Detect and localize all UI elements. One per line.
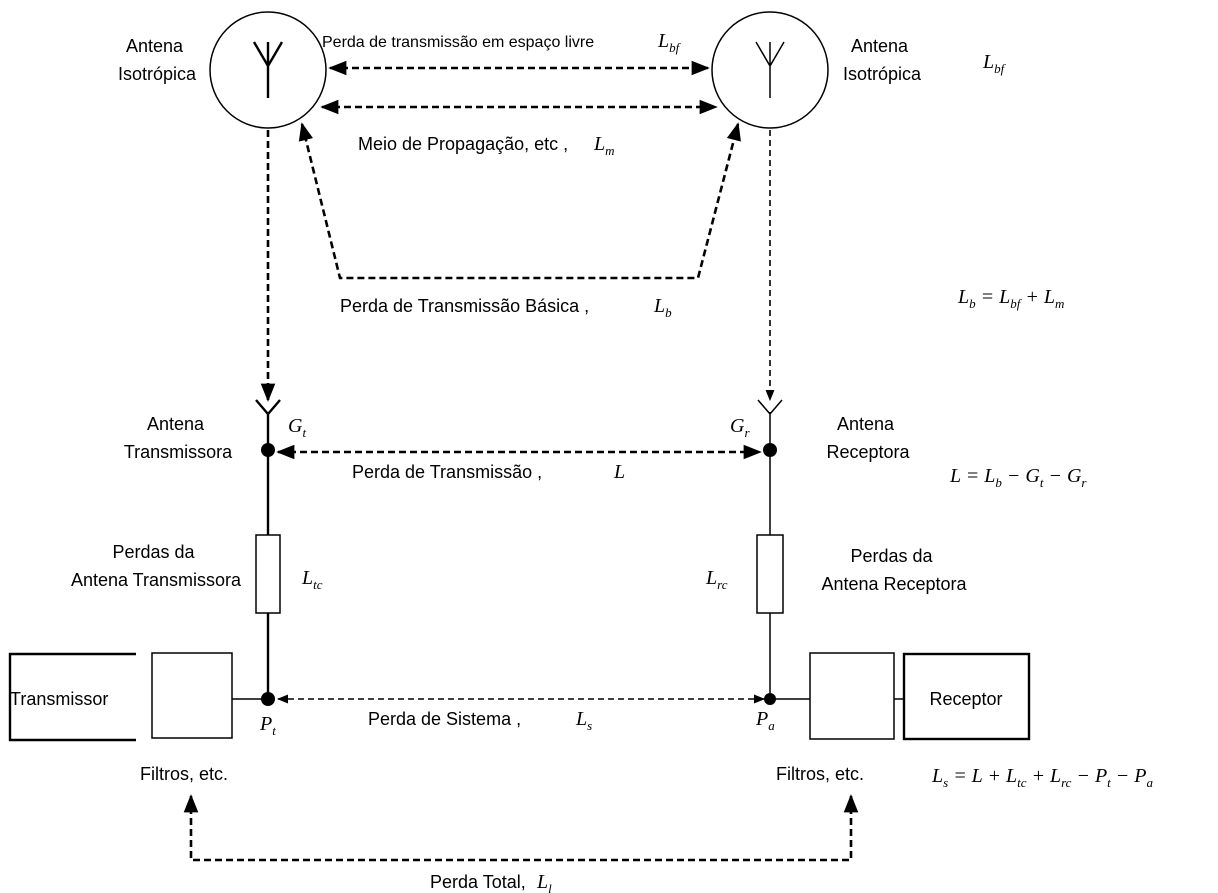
transmission-loss-label: Perda de Transmissão , xyxy=(352,462,542,482)
sym-L: L xyxy=(613,461,625,483)
isotropic-antenna-tx xyxy=(209,11,327,129)
basic-loss-path xyxy=(298,122,741,280)
sym-L-rc: Lrc xyxy=(705,567,728,592)
iso-tx-label: Antena Isotrópica xyxy=(118,36,197,84)
sym-G-t: Gt xyxy=(288,415,306,440)
rx-feed-node xyxy=(764,693,776,705)
system-loss-label: Perda de Sistema , xyxy=(368,709,521,729)
antenna-icon xyxy=(755,41,785,98)
sym-L-bf-right: Lbf xyxy=(982,51,1007,76)
equation-Lb: Lb = Lbf + Lm xyxy=(957,286,1064,311)
transmitter-box xyxy=(8,652,136,742)
filters-tx-label: Filtros, etc. xyxy=(140,764,228,784)
rx-filter-box xyxy=(809,652,895,740)
sym-L-bf: Lbf xyxy=(657,30,682,55)
equation-Ls: Ls = L + Ltc + Lrc − Pt − Pa xyxy=(931,765,1154,790)
sym-P-t: Pt xyxy=(259,713,276,738)
equation-L: L = Lb − Gt − Gr xyxy=(949,465,1087,490)
iso-rx-label: Antena Isotrópica xyxy=(843,36,922,84)
sym-P-a: Pa xyxy=(755,708,775,733)
receiver-box xyxy=(902,652,1031,741)
antenna-icon xyxy=(252,41,284,98)
sym-L-m: Lm xyxy=(593,133,615,158)
rx-antenna-label: Antena Receptora xyxy=(826,414,910,462)
tx-node xyxy=(261,443,275,457)
tx-antenna-icon xyxy=(255,399,281,430)
medium-label: Meio de Propagação, etc , xyxy=(358,134,568,154)
tx-feed-node xyxy=(261,692,275,706)
free-space-label: Perda de transmissão em espaço livre xyxy=(322,34,594,51)
total-loss-label: Perda Total, xyxy=(430,872,526,892)
filters-rx-label: Filtros, etc. xyxy=(776,764,864,784)
sym-L-s: Ls xyxy=(575,708,592,733)
transmitter-label: Transmissor xyxy=(10,689,108,709)
rx-antenna-icon xyxy=(757,399,783,430)
tx-losses-label: Perdas da Antena Transmissora xyxy=(71,542,242,590)
sym-L-tc: Ltc xyxy=(301,567,323,592)
rx-loss-box xyxy=(756,534,784,614)
sym-L-l: Ll xyxy=(536,871,552,893)
rx-node xyxy=(763,443,777,457)
receiver-label: Receptor xyxy=(929,689,1002,709)
sym-G-r: Gr xyxy=(730,415,750,440)
total-loss-bracket xyxy=(183,794,859,862)
isotropic-antenna-rx xyxy=(711,11,829,129)
tx-loss-box xyxy=(255,534,281,614)
tx-filter-box xyxy=(151,652,233,739)
rx-losses-label: Perdas da Antena Receptora xyxy=(821,546,967,594)
basic-loss-label: Perda de Transmissão Básica , xyxy=(340,296,589,316)
tx-antenna-label: Antena Transmissora xyxy=(124,414,233,462)
sym-L-b: Lb xyxy=(653,295,672,320)
